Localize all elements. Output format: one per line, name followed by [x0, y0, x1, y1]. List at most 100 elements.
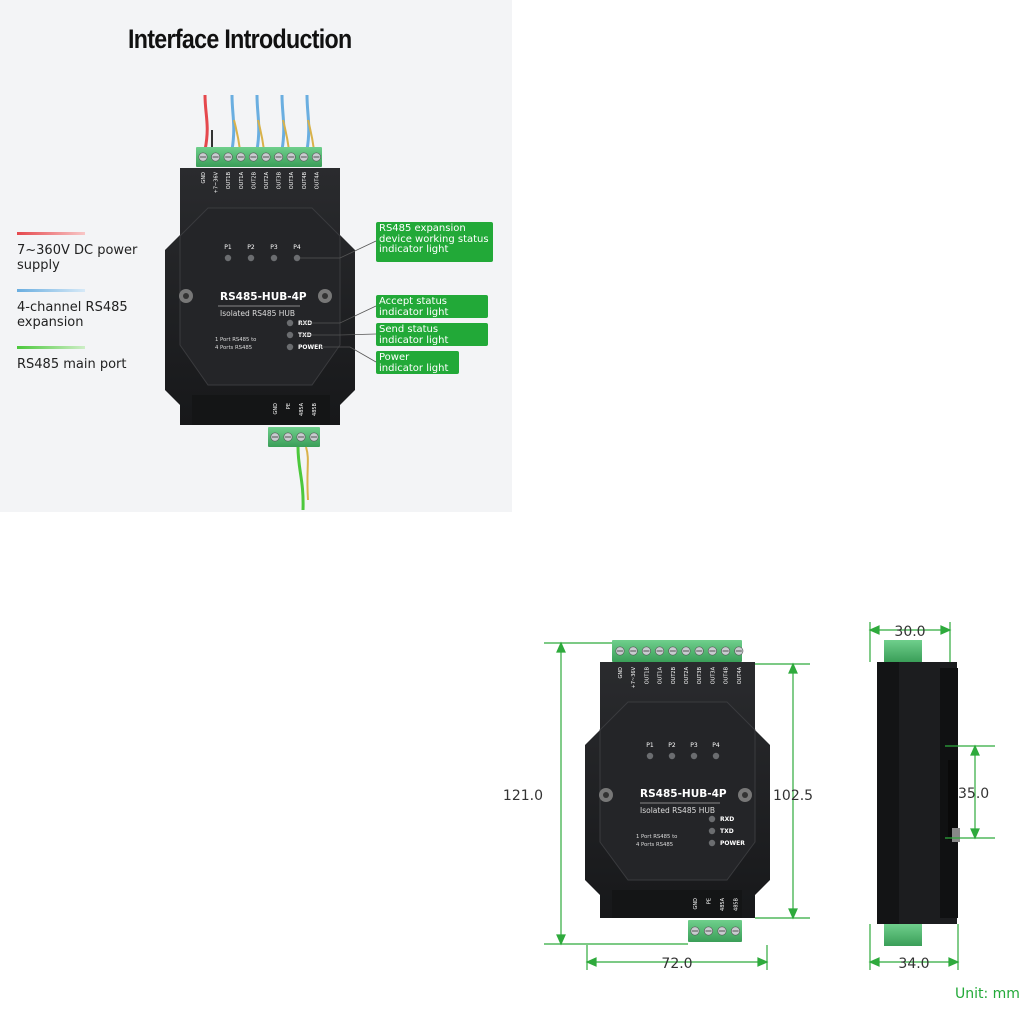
- status-leds: RXD TXD POWER: [286, 319, 323, 351]
- pin-label: +7~36V: [214, 171, 220, 193]
- port-led-label: P2: [247, 244, 255, 251]
- port-led: [712, 752, 720, 760]
- status-led-label: POWER: [298, 344, 323, 351]
- pin-label: GND: [201, 172, 207, 184]
- pin-label: OUT3A: [289, 171, 295, 189]
- callout-leaders: [300, 240, 377, 363]
- status-led-label: TXD: [720, 828, 734, 835]
- port-led: [270, 254, 278, 262]
- port-led: [668, 752, 676, 760]
- pin-label: OUT4B: [724, 666, 730, 684]
- red-wire-swatch: [17, 232, 85, 235]
- pin-label: OUT2A: [264, 171, 270, 189]
- top-terminal-block: [196, 147, 322, 167]
- front-desc-line2: 4 Ports RS485: [636, 842, 673, 848]
- port-led-label: P3: [690, 742, 698, 749]
- port-led: [247, 254, 255, 262]
- front-bottom-terminal: [688, 920, 742, 942]
- pin-label: OUT2B: [671, 666, 677, 684]
- pin-label: 485A: [720, 897, 726, 911]
- callout-expansion-led: RS485 expansion device working status in…: [376, 222, 493, 262]
- front-desc-line1: 1 Port RS485 to: [636, 834, 677, 840]
- bottom-pin-labels: GND PE 485A 485B: [273, 402, 318, 416]
- device-desc-line1: 1 Port RS485 to: [215, 337, 256, 343]
- pin-label: OUT4A: [314, 171, 320, 189]
- status-led-label: RXD: [298, 320, 312, 327]
- status-led-label: RXD: [720, 816, 734, 823]
- legend-label: 4-channel RS485 expansion: [17, 300, 128, 330]
- dim-body-height: 102.5: [773, 788, 813, 804]
- legend-label: 7~360V DC power supply: [17, 243, 138, 273]
- port-led-label: P1: [224, 244, 232, 251]
- status-led: [708, 815, 716, 823]
- page-title: Interface Introduction: [128, 24, 352, 54]
- pin-label: OUT4A: [737, 666, 743, 684]
- pin-label: OUT4B: [302, 171, 308, 189]
- device-model: RS485-HUB-4P: [220, 291, 307, 303]
- pin-label: OUT1B: [226, 171, 232, 189]
- status-led: [708, 839, 716, 847]
- status-led-label: POWER: [720, 840, 745, 847]
- dim-side-top: 30.0: [894, 624, 925, 640]
- port-led: [646, 752, 654, 760]
- pin-label: PE: [286, 403, 292, 409]
- pin-label: PE: [707, 898, 713, 904]
- pin-label: 485B: [734, 897, 740, 911]
- callout-rxd: Accept status indicator light: [376, 295, 488, 318]
- front-device-body: [585, 662, 770, 918]
- port-leds: P1 P2 P3 P4: [224, 244, 301, 262]
- status-led: [286, 331, 294, 339]
- dim-side-bottom: 34.0: [898, 956, 929, 972]
- status-led: [286, 319, 294, 327]
- port-led-label: P4: [712, 742, 720, 749]
- status-led-label: TXD: [298, 332, 312, 339]
- port-led-label: P4: [293, 244, 301, 251]
- pin-label: +7~36V: [631, 666, 637, 688]
- unit-label: Unit: mm: [955, 986, 1020, 1002]
- pin-label: OUT1A: [239, 171, 245, 189]
- pin-label: GND: [693, 898, 699, 910]
- legend-main-port: RS485 main port: [17, 346, 147, 372]
- front-status-leds: RXD TXD POWER: [708, 815, 745, 847]
- dim-rail: 35.0: [958, 786, 989, 802]
- callout-power: Power indicator light: [376, 351, 459, 374]
- input-wires: [203, 94, 315, 151]
- legend-power-supply: 7~360V DC power supply: [17, 232, 147, 273]
- dim-width: 72.0: [661, 956, 692, 972]
- blue-wire-swatch: [17, 289, 85, 292]
- pin-label: OUT3B: [697, 666, 703, 684]
- bottom-terminal-block: [268, 427, 320, 511]
- device-body: [165, 168, 355, 425]
- port-led: [293, 254, 301, 262]
- pin-label: GND: [273, 403, 279, 415]
- device-desc-line2: 4 Ports RS485: [215, 345, 252, 351]
- front-bottom-pin-labels: GND PE 485A 485B: [693, 897, 740, 911]
- port-led-label: P2: [668, 742, 676, 749]
- device-subtitle: Isolated RS485 HUB: [220, 309, 295, 318]
- pin-label: OUT2A: [684, 666, 690, 684]
- legend-rs485-expansion: 4-channel RS485 expansion: [17, 289, 147, 330]
- port-led-label: P1: [646, 742, 654, 749]
- pin-label: OUT2B: [251, 171, 257, 189]
- pin-label: GND: [618, 667, 624, 679]
- port-led: [690, 752, 698, 760]
- front-port-leds: P1 P2 P3 P4: [646, 742, 720, 760]
- status-led: [286, 343, 294, 351]
- callout-txd: Send status indicator light: [376, 323, 488, 346]
- front-device-model: RS485-HUB-4P: [640, 788, 727, 800]
- pin-label: 485A: [299, 402, 305, 416]
- pin-label: OUT1A: [658, 666, 664, 684]
- port-led-label: P3: [270, 244, 278, 251]
- green-wire-swatch: [17, 346, 85, 349]
- side-view: [877, 640, 960, 946]
- dim-total-height: 121.0: [503, 788, 543, 804]
- pin-label: 485B: [312, 402, 318, 416]
- front-device-subtitle: Isolated RS485 HUB: [640, 806, 715, 815]
- front-top-terminal: [612, 640, 744, 662]
- dimension-lines: [544, 622, 995, 970]
- dimension-labels: 121.0 102.5 72.0 30.0 34.0 35.0: [503, 624, 989, 972]
- pin-label: OUT1B: [644, 666, 650, 684]
